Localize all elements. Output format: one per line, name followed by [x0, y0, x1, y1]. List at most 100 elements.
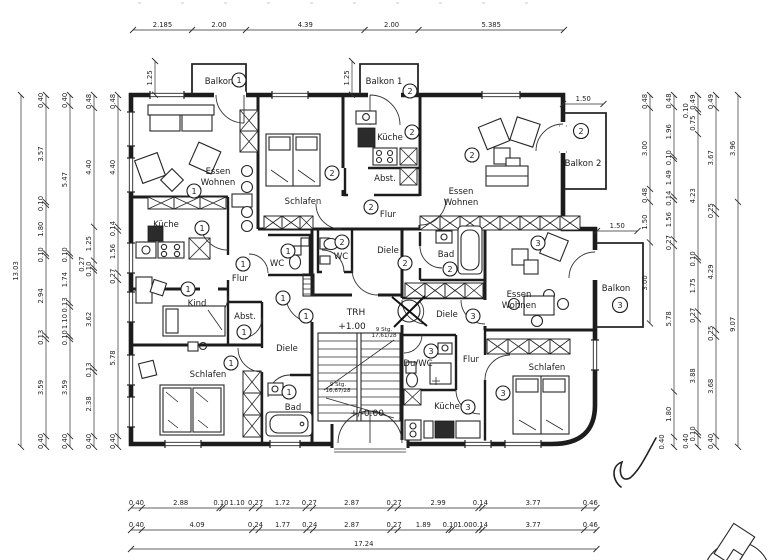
dim-value: 0.14	[473, 499, 488, 507]
dim-value: 1.77	[275, 521, 290, 529]
unit-badge-diele-2: 2	[397, 255, 413, 271]
dimension-chain-right_chains-c1: 0.483.000.481.503.00	[641, 91, 654, 327]
dim-value: 4.40	[85, 160, 93, 175]
dim-value: 1.25	[85, 236, 93, 251]
dim-value: 0.40	[61, 93, 69, 108]
svg-text:1: 1	[285, 247, 290, 256]
dimension-chain-right_chains-total: 3.969.07	[729, 91, 742, 451]
svg-text:2: 2	[447, 265, 452, 274]
room-label-flur-1: Flur	[232, 274, 249, 284]
dimension-chain-right_chains-c2: 0.481.960.101.490.141.560.275.781.800.40	[658, 91, 678, 451]
svg-text:3: 3	[535, 239, 540, 248]
room-label-wc-1: WC	[270, 259, 284, 269]
unit-badge-balkon-1: 1	[231, 72, 247, 88]
svg-text:1: 1	[240, 260, 245, 269]
dim-value: 1.56	[109, 244, 117, 259]
svg-text:2: 2	[409, 128, 414, 137]
room-label-schlafen-1: Schlafen	[190, 370, 227, 380]
svg-text:3: 3	[428, 347, 433, 356]
dim-value: 0.40	[37, 93, 45, 108]
dimension-chain-balcony-balkon2_width: 1.50	[559, 95, 607, 108]
furniture-du-wc-3	[405, 342, 453, 388]
furniture-kind-1	[135, 276, 226, 337]
dim-value: 0.24	[302, 521, 317, 529]
dim-value: 0.27	[109, 269, 117, 284]
dim-value: 0.48	[665, 93, 673, 108]
room-label-balkon-3: Balkon	[602, 284, 631, 294]
svg-text:3: 3	[500, 389, 505, 398]
svg-text:2: 2	[407, 87, 412, 96]
room-label-diele-1: Diele	[276, 344, 298, 354]
dim-value: 0.13	[85, 362, 93, 377]
stairwell-label: TRH	[346, 308, 366, 318]
handwritten-mark	[613, 437, 657, 488]
dim-value: 3.00	[641, 275, 649, 290]
dimension-chain-left_chains-c2: 0.405.470.101.740.131.100.103.590.40	[61, 91, 74, 451]
dim-value: 0.10	[85, 262, 93, 277]
dim-value: 0.13	[61, 297, 69, 312]
dimension-chain-left_total: 13.03	[12, 91, 25, 451]
dim-value: 4.39	[298, 21, 313, 29]
dim-value: 0.49	[689, 95, 697, 110]
dim-value: 0.48	[641, 94, 649, 109]
furniture-kueche-1	[135, 225, 185, 259]
dim-value: 1.50	[641, 215, 649, 230]
dim-value: 5.78	[109, 350, 117, 365]
furniture-kueche-3	[404, 419, 481, 441]
unit-badge-diele-3: 3	[465, 308, 481, 324]
dim-value: 2.87	[344, 499, 359, 507]
svg-text:1: 1	[286, 388, 291, 397]
unit-badge-wc-2: 2	[334, 234, 350, 250]
dim-value: 1.80	[37, 222, 45, 237]
dim-value: 0.40	[85, 434, 93, 449]
room-label-wc-2: WC	[334, 252, 348, 262]
room-label-balkon-2: Balkon 2	[565, 159, 602, 169]
flight-up-rise: 17,61/28	[371, 333, 396, 339]
dim-value: 2.88	[173, 499, 188, 507]
unit-badge-kueche-1: 1	[194, 220, 210, 236]
windows	[127, 91, 599, 448]
unit-badge-schlafen-1: 1	[223, 355, 239, 371]
dim-value: 0.40	[707, 434, 715, 449]
dim-value: 0.40	[682, 434, 690, 449]
dim-value: 0.14	[109, 221, 117, 236]
flight-dn-rise: 16,67/28	[325, 388, 350, 394]
level-entry: +/-0.00	[350, 409, 384, 419]
svg-text:2: 2	[339, 238, 344, 247]
svg-text:2: 2	[469, 151, 474, 160]
dim-value: 3.62	[85, 312, 93, 327]
dim-value: 4.29	[707, 264, 715, 279]
room-label-bad-2: Bad	[438, 250, 454, 260]
dim-value: 1.72	[275, 499, 290, 507]
furniture-bad-1	[265, 382, 313, 437]
dim-value: 0.10	[443, 521, 458, 529]
svg-text:1: 1	[228, 359, 233, 368]
room-label-flur-3: Flur	[463, 355, 480, 365]
room-label-abst-1: Abst.	[234, 312, 256, 322]
dim-value: 3.57	[37, 146, 45, 161]
svg-text:3: 3	[470, 312, 475, 321]
dim-value: 0.10	[665, 150, 673, 165]
flight-up-stg: 9 Stg.	[376, 327, 393, 333]
dim-value: 1.80	[665, 407, 673, 422]
furniture-schlafen-3	[512, 375, 570, 435]
svg-text:1: 1	[185, 285, 190, 294]
dim-value: 3.68	[707, 379, 715, 394]
dim-value: 1.50	[610, 222, 625, 230]
dim-value: 2.94	[37, 288, 45, 303]
unit-badge-ew-3: 3	[530, 235, 546, 251]
dim-value: 0.27	[689, 308, 697, 323]
unit-badge-wc-1: 1	[280, 243, 296, 259]
furniture-bad-2	[435, 225, 483, 275]
dimension-chain-right_chains-c4: 0.493.670.254.290.253.680.40	[707, 91, 720, 451]
dim-value: 3.67	[707, 150, 715, 165]
dim-value: 1.25	[343, 70, 351, 85]
svg-text:1: 1	[236, 76, 241, 85]
shaft-ladder-symbol	[302, 273, 315, 297]
dim-value: 0.75	[689, 116, 697, 131]
dim-value: 2.185	[153, 21, 172, 29]
dim-value: 0.48	[109, 94, 117, 109]
